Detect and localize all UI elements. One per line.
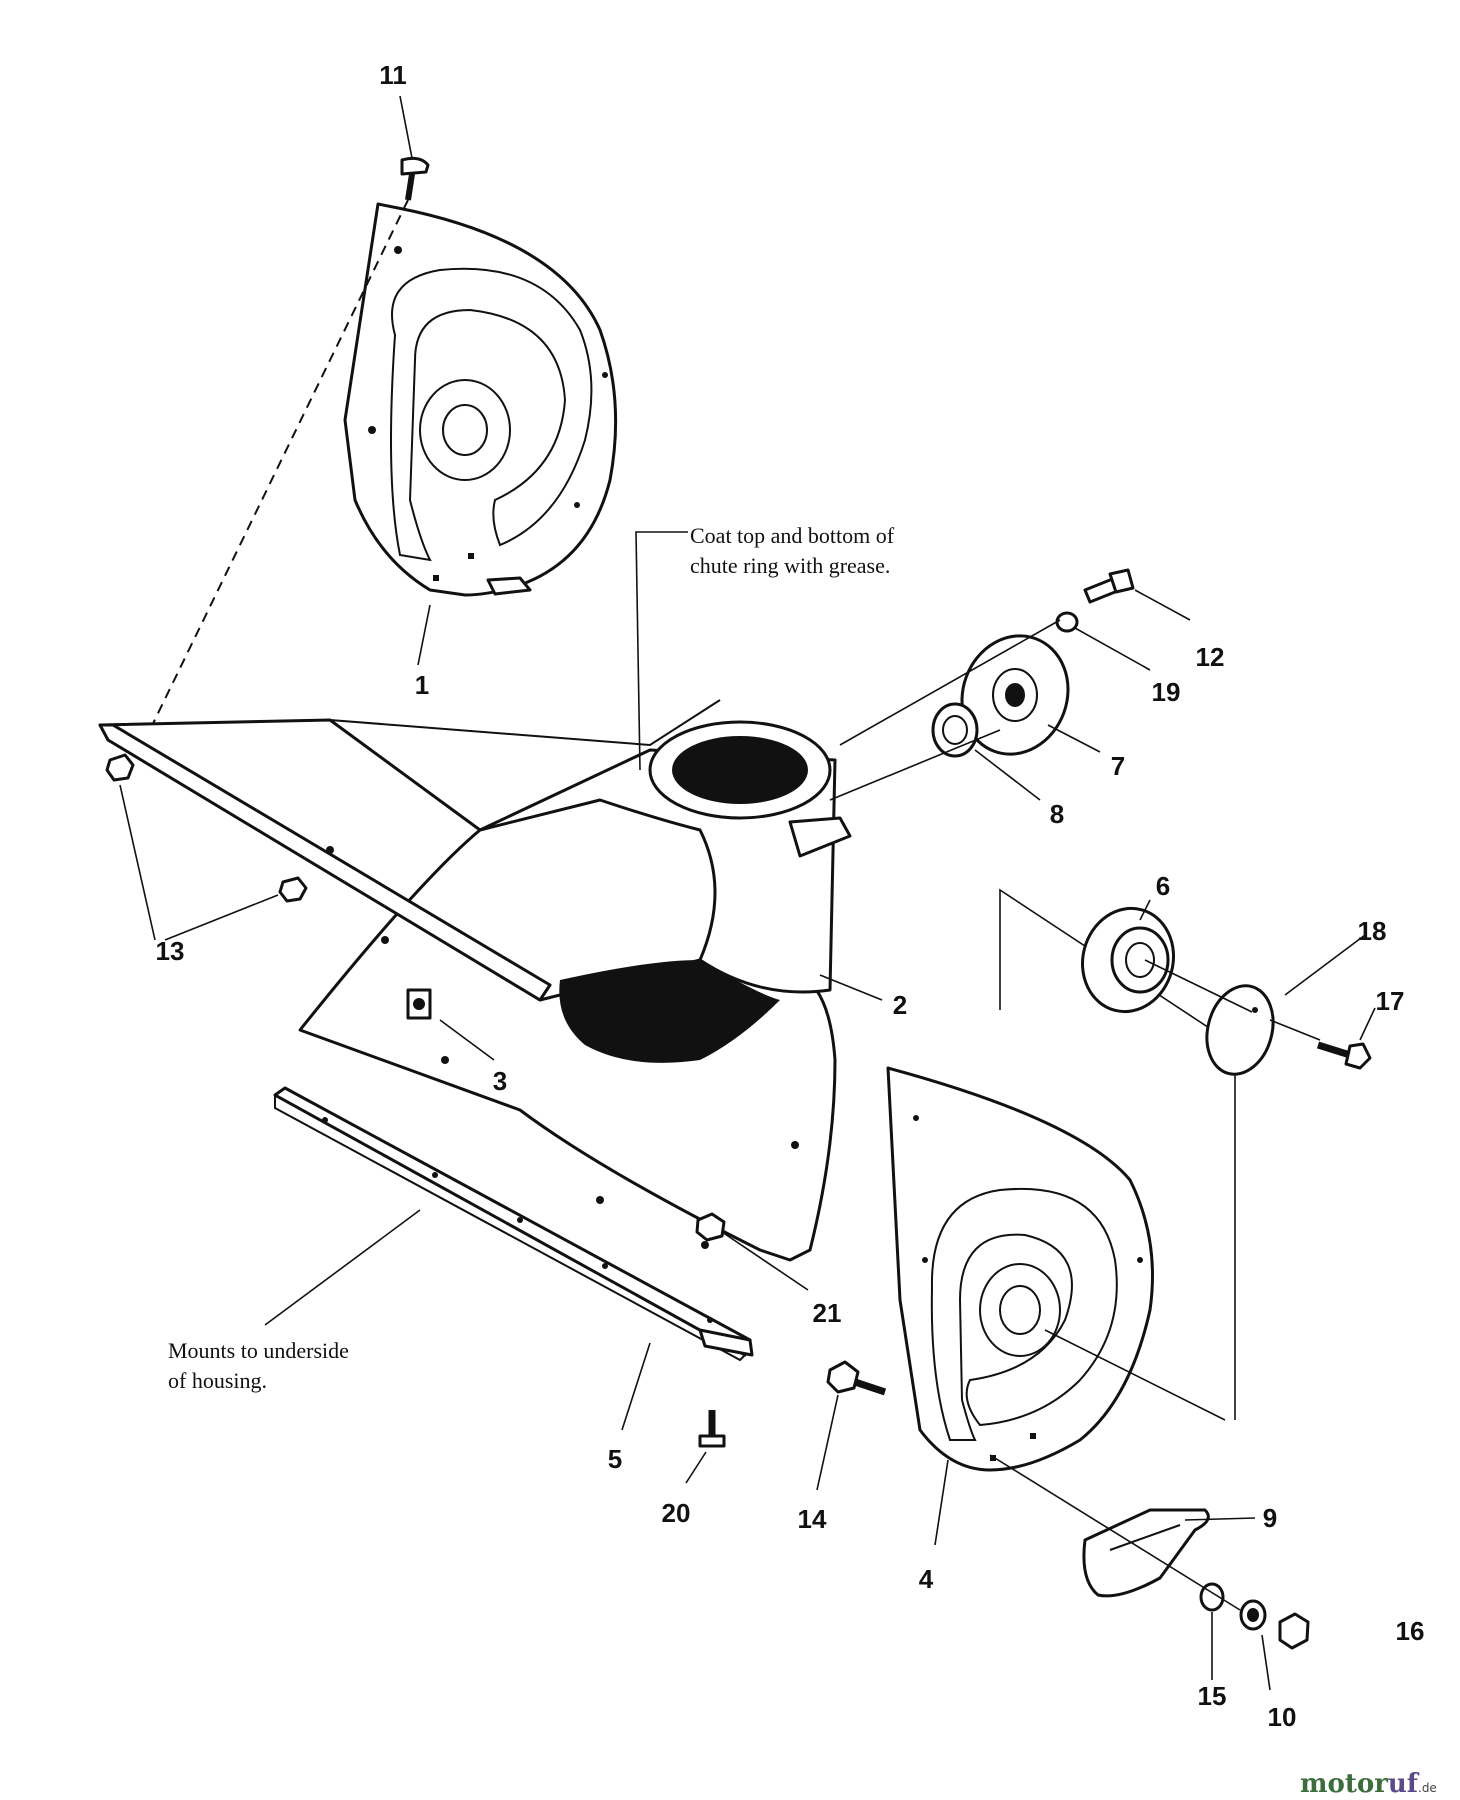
lock-washer-19: [1055, 611, 1079, 633]
lock-nut-10: [1239, 1599, 1267, 1631]
watermark-logo: motoruf.de: [1300, 1769, 1437, 1799]
callout-21: 21: [813, 1298, 842, 1328]
watermark-part1: motor: [1300, 1769, 1388, 1799]
bracket-9: [1082, 1508, 1210, 1598]
callout-9: 9: [1263, 1503, 1277, 1533]
hex-nut-16: [1278, 1612, 1310, 1650]
bolt-14: [826, 1360, 887, 1396]
callout-5: 5: [608, 1444, 622, 1474]
clip-3: [406, 988, 432, 1020]
callout-17: 17: [1376, 986, 1405, 1016]
callout-8: 8: [1050, 799, 1064, 829]
watermark-part2: uf: [1388, 1769, 1420, 1799]
grease-note-line2: chute ring with grease.: [690, 553, 890, 578]
callout-19: 19: [1152, 677, 1181, 707]
bolt-12: [1083, 568, 1135, 604]
callout-13: 13: [156, 936, 185, 966]
callout-1: 1: [415, 670, 429, 700]
leader-lines: [119, 95, 1376, 1691]
nut-13-b: [278, 876, 308, 903]
washer-15: [1199, 1582, 1225, 1612]
callout-16: 16: [1396, 1616, 1425, 1646]
callout-6: 6: [1156, 871, 1170, 901]
callout-4: 4: [919, 1564, 934, 1594]
callout-7: 7: [1111, 751, 1125, 781]
callout-12: 12: [1196, 642, 1225, 672]
carriage-bolt-11: [400, 156, 430, 201]
callout-15: 15: [1198, 1681, 1227, 1711]
side-plate-lower: [886, 1066, 1154, 1472]
watermark-suffix: .de: [1418, 1781, 1437, 1795]
mounts-note-line1: Mounts to underside: [168, 1338, 349, 1363]
chute-housing: [98, 699, 852, 1262]
callout-18: 18: [1358, 916, 1387, 946]
callout-2: 2: [893, 990, 907, 1020]
svg-text:motoruf.de: motoruf.de: [1300, 1769, 1437, 1799]
carriage-bolt-20: [698, 1410, 726, 1448]
flange-nut-21: [695, 1212, 726, 1242]
callout-10: 10: [1268, 1702, 1297, 1732]
alignment-dashed-line: [144, 199, 409, 741]
cover-18: [1205, 984, 1275, 1076]
nut-13-a: [105, 753, 135, 782]
callout-20: 20: [662, 1498, 691, 1528]
mounts-note-line2: of housing.: [168, 1368, 267, 1393]
bolt-17: [1316, 1041, 1372, 1070]
grease-note-line1: Coat top and bottom of: [690, 523, 895, 548]
side-plate-upper: [343, 202, 618, 597]
bearing-housing-6: [1080, 906, 1176, 1014]
mounting-strip-5: [273, 1086, 754, 1362]
callout-11: 11: [379, 60, 407, 90]
callout-3: 3: [493, 1066, 507, 1096]
bearing-flange-7: [960, 634, 1070, 756]
bearing-8: [931, 702, 979, 758]
callout-14: 14: [798, 1504, 827, 1534]
